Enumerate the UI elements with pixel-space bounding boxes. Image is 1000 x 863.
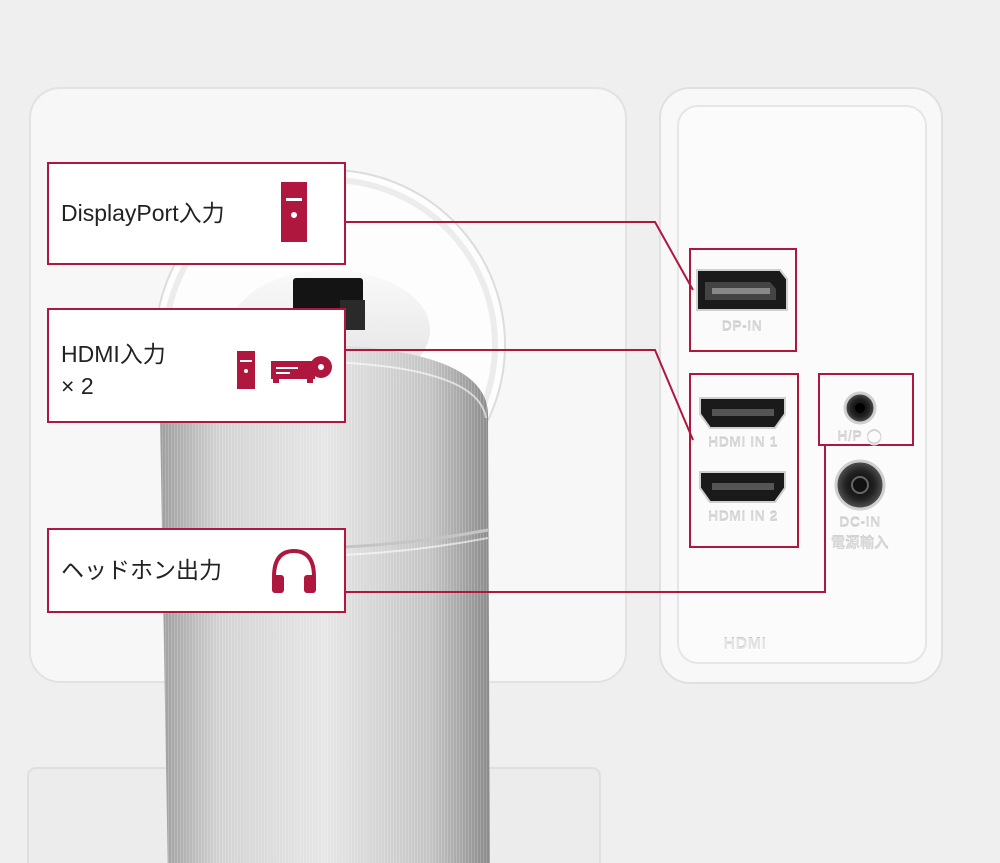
headphones-icon xyxy=(272,548,316,593)
headphone-highlight xyxy=(818,373,914,446)
port-label-hp: H/P ◯ xyxy=(837,428,883,444)
port-label-dp: DP-IN xyxy=(721,318,763,334)
hdmi-socket-1 xyxy=(699,397,786,429)
connector-headphone xyxy=(345,445,826,593)
hdmi-highlight xyxy=(689,373,799,548)
connector-displayport xyxy=(345,221,694,291)
port-label-dc-jp: 電源輸入 xyxy=(831,535,889,551)
port-label-hdmi2: HDMI IN 2 xyxy=(708,508,778,524)
pc-tower-icon xyxy=(237,351,255,389)
callout-hdmi-count: × 2 xyxy=(61,373,94,399)
callout-headphone: ヘッドホン出力 xyxy=(47,528,346,613)
callout-hdmi-label: HDMI入力 xyxy=(61,341,166,367)
blu-ray-player-icon xyxy=(271,356,332,383)
hdmi-logo: HDMI xyxy=(723,636,767,653)
connector-hdmi xyxy=(345,349,694,441)
callout-displayport-label: DisplayPort入力 xyxy=(61,200,225,226)
pc-tower-icon xyxy=(281,182,307,242)
port-label-hdmi1: HDMI IN 1 xyxy=(708,434,778,450)
hdmi-socket-2 xyxy=(699,471,786,503)
callout-displayport: DisplayPort入力 xyxy=(47,162,346,265)
displayport-highlight xyxy=(689,248,797,352)
displayport-socket xyxy=(696,269,788,311)
callout-hdmi: HDMI入力 × 2 xyxy=(47,308,346,423)
callout-headphone-label: ヘッドホン出力 xyxy=(61,557,222,583)
port-label-dc: DC-IN xyxy=(839,514,881,530)
